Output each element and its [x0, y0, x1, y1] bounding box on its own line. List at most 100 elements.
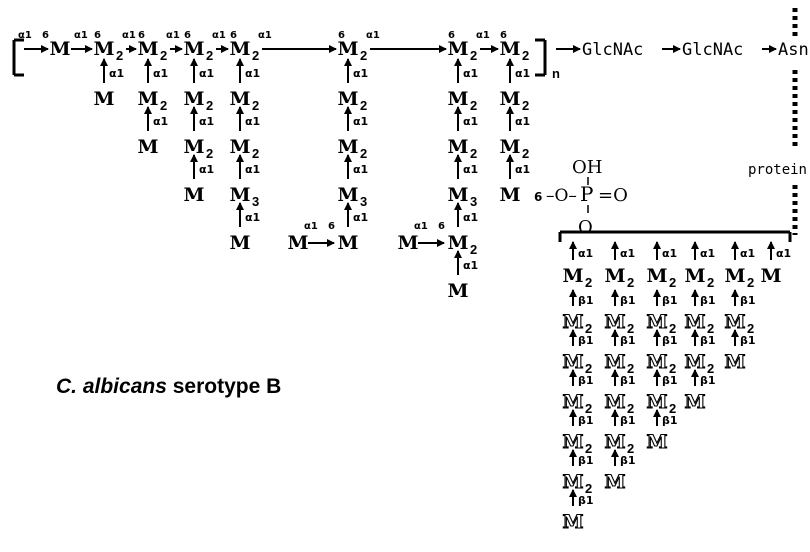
- residue-count-subscript: 2: [206, 48, 213, 63]
- beta-mannose-residue: M: [646, 431, 667, 453]
- glcnac-residue: GlcNAc: [682, 40, 743, 60]
- sidechain-mannose: M: [447, 184, 468, 206]
- residue-count-subscript: 2: [522, 98, 529, 113]
- beta-mannose-residue: M: [562, 471, 583, 493]
- residue-count-subscript: 2: [707, 361, 714, 376]
- beta-mannose-residue: M: [604, 431, 625, 453]
- linkage-label: β1: [620, 454, 636, 467]
- sidechain-mannose: M: [447, 232, 468, 254]
- linkage-label: β1: [620, 374, 636, 387]
- linkage-label: β1: [620, 294, 636, 307]
- alpha-mannose-residue: M: [724, 265, 745, 287]
- linkage-label: α1: [245, 67, 260, 80]
- sidechain-mannose: M: [183, 88, 204, 110]
- beta-mannose-residue: M: [646, 311, 667, 333]
- beta-mannose-residue: M: [684, 391, 705, 413]
- sidechain-mannose: M: [183, 184, 204, 206]
- beta-mannose-residue: M: [646, 391, 667, 413]
- linkage-label: β1: [662, 414, 678, 427]
- residue-count-subscript: 2: [252, 98, 259, 113]
- linkage-label: α1: [463, 67, 478, 80]
- sidechain-mannose: M: [499, 88, 520, 110]
- alpha-mannose-residue: M: [760, 265, 781, 287]
- alpha-mannose-residue: M: [684, 265, 705, 287]
- sidechain-mannose: M: [447, 280, 468, 302]
- linkage-label: β1: [700, 334, 716, 347]
- caption-serotype: serotype B: [166, 375, 282, 398]
- beta-mannose-residue: M: [604, 391, 625, 413]
- linkage-position-label: 6: [42, 30, 49, 41]
- residue-count-subscript: 2: [707, 321, 714, 336]
- beta-mannose-residue: M: [604, 311, 625, 333]
- linkage-label: β1: [578, 334, 594, 347]
- alpha-mannose-residue: M: [646, 265, 667, 287]
- linkage-label: α1: [700, 247, 715, 260]
- repeat-count-n: n: [552, 66, 560, 81]
- linkage-label: β1: [578, 294, 594, 307]
- linkage-label: β1: [740, 334, 756, 347]
- residue-count-subscript: 2: [707, 275, 714, 290]
- beta-mannose-residue: M: [604, 471, 625, 493]
- residue-count-subscript: 2: [522, 146, 529, 161]
- linkage-label: β1: [662, 374, 678, 387]
- residue-count-subscript: 2: [252, 48, 259, 63]
- residue-count-subscript: 2: [160, 98, 167, 113]
- beta-mannose-residue: M: [724, 351, 745, 373]
- linkage-position-label: 6: [184, 30, 191, 41]
- linkage-label: α1: [258, 30, 272, 41]
- branch-mannose: M: [287, 232, 308, 254]
- linkage-label: α1: [166, 30, 180, 41]
- linkage-label: α1: [515, 115, 530, 128]
- linkage-position-label: 6: [500, 30, 507, 41]
- linkage-label: α1: [245, 163, 260, 176]
- sidechain-mannose: M: [229, 232, 250, 254]
- linkage-label: α1: [153, 115, 168, 128]
- beta-mannose-residue: M: [684, 351, 705, 373]
- sidechain-mannose: M: [337, 88, 358, 110]
- residue-count-subscript: 2: [360, 146, 367, 161]
- linkage-label: α1: [122, 30, 136, 41]
- residue-count-subscript: 2: [747, 275, 754, 290]
- residue-count-subscript: 2: [627, 275, 634, 290]
- linkage-label: α1: [199, 67, 214, 80]
- linkage-label: β1: [740, 294, 756, 307]
- beta-mannose-residue: M: [604, 351, 625, 373]
- backbone-mannose: M: [229, 38, 250, 60]
- residue-count-subscript: 2: [585, 441, 592, 456]
- linkage-position-label: 6: [338, 30, 345, 41]
- residue-count-subscript: 2: [470, 48, 477, 63]
- sidechain-mannose: M: [499, 184, 520, 206]
- linkage-label: α1: [353, 67, 368, 80]
- sidechain-mannose: M: [337, 184, 358, 206]
- residue-count-subscript: 2: [252, 146, 259, 161]
- residue-count-subscript: 2: [585, 401, 592, 416]
- sidechain-mannose: M: [93, 88, 114, 110]
- linkage-position-label: 6: [94, 30, 101, 41]
- linkage-label: β1: [620, 414, 636, 427]
- linkage-label: β1: [578, 414, 594, 427]
- residue-count-subscript: 2: [585, 275, 592, 290]
- branch-mannose: M: [397, 232, 418, 254]
- linkage-label: β1: [700, 294, 716, 307]
- protein-label: protein: [748, 162, 807, 178]
- linkage-label: α1: [304, 221, 318, 232]
- linkage-position-label: 6: [230, 30, 237, 41]
- sidechain-mannose: M: [229, 88, 250, 110]
- alpha-mannose-residue: M: [604, 265, 625, 287]
- residue-count-subscript: 2: [206, 146, 213, 161]
- linkage-label: α1: [153, 67, 168, 80]
- linkage-label: α1: [353, 115, 368, 128]
- sidechain-mannose: M: [337, 136, 358, 158]
- caption-species: C. albicans: [56, 375, 167, 398]
- sidechain-mannose: M: [337, 232, 358, 254]
- sidechain-mannose: M: [499, 136, 520, 158]
- linkage-label: α1: [740, 247, 755, 260]
- beta-mannose-residue: M: [724, 311, 745, 333]
- residue-count-subscript: 2: [669, 275, 676, 290]
- beta-mannose-residue: M: [646, 351, 667, 373]
- linkage-label: α1: [245, 115, 260, 128]
- sidechain-mannose: M: [137, 88, 158, 110]
- linkage-label: α1: [776, 247, 791, 260]
- glcnac-residue: GlcNAc: [582, 40, 643, 60]
- linkage-position-label: 6: [328, 221, 335, 232]
